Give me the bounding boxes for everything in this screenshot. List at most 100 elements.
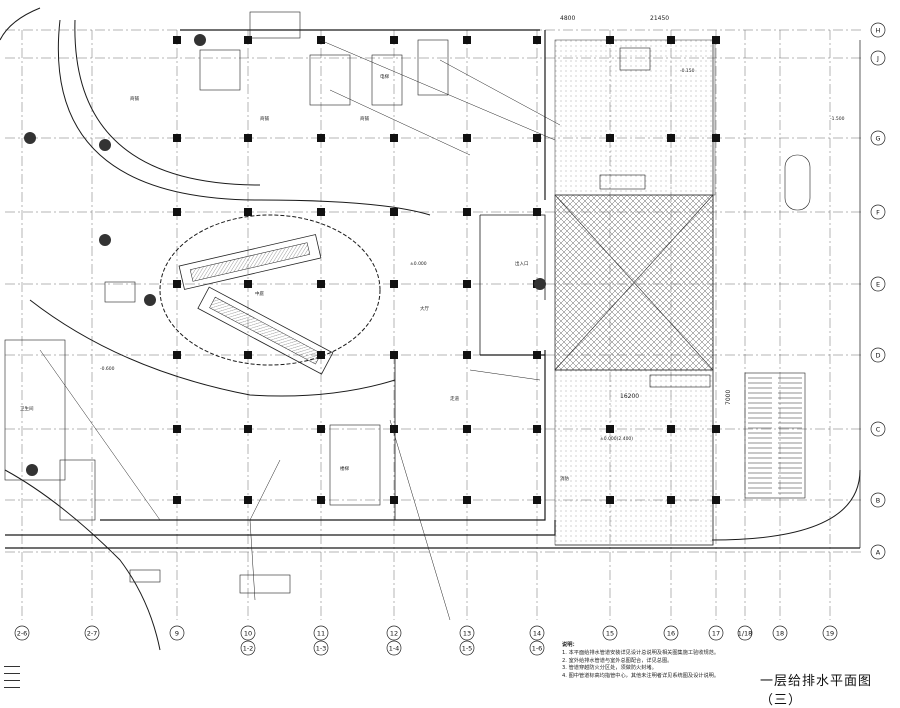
column — [317, 134, 325, 142]
round-column — [24, 132, 36, 144]
column — [712, 425, 720, 433]
note-item-4: 4. 图中管道标高均指管中心，其他未注明者详见系统图及设计说明。 — [562, 672, 720, 679]
column — [463, 134, 471, 142]
round-column — [26, 464, 38, 476]
svg-text:1/18: 1/18 — [738, 630, 753, 638]
column-axis-bubble: 17 — [708, 625, 724, 641]
column-axis-bubble: 12 — [386, 625, 402, 641]
column — [317, 280, 325, 288]
svg-text:1-3: 1-3 — [316, 645, 327, 653]
label-atrium: 中庭 — [255, 290, 264, 297]
svg-text:12: 12 — [390, 630, 398, 638]
column-axis-bubble: 1-3 — [313, 640, 329, 656]
row-axis-bubble: J — [870, 50, 886, 66]
column — [533, 496, 541, 504]
label-fire: 消防 — [560, 475, 569, 482]
svg-text:B: B — [876, 497, 880, 505]
column — [390, 351, 398, 359]
stair-right — [744, 372, 806, 499]
row-axis-bubble: H — [870, 22, 886, 38]
column-axis-bubble: 1-2 — [240, 640, 256, 656]
column-axis-bubble: 1-4 — [386, 640, 402, 656]
column-axis-bubble: 11 — [313, 625, 329, 641]
column — [244, 351, 252, 359]
column-axis-bubble: 14 — [529, 625, 545, 641]
level-mark-1: -0.150 — [680, 68, 695, 74]
column-axis-bubble: 13 — [459, 625, 475, 641]
row-axis-bubble: B — [870, 492, 886, 508]
column — [390, 134, 398, 142]
level-mark-2: ±0.000 — [410, 261, 427, 267]
dim-right-a: 7000 — [725, 390, 732, 405]
column — [390, 208, 398, 216]
column — [606, 496, 614, 504]
round-column — [534, 278, 546, 290]
round-columns — [24, 34, 546, 476]
column — [244, 496, 252, 504]
column — [173, 36, 181, 44]
note-item-2: 2. 室外给排水管道与室外总图配合，详见总图。 — [562, 657, 673, 664]
column-axis-bubble: 15 — [602, 625, 618, 641]
column — [533, 36, 541, 44]
stair-round — [784, 154, 811, 211]
svg-text:15: 15 — [606, 630, 614, 638]
column — [463, 208, 471, 216]
column — [606, 134, 614, 142]
column — [390, 425, 398, 433]
design-notes: 说明： 1. 本平面给排水管道安装详见设计总说明及相关图集施工验收规范。 2. … — [562, 642, 762, 680]
escalator-lower — [197, 286, 334, 375]
column — [712, 36, 720, 44]
svg-text:9: 9 — [175, 630, 179, 638]
column — [533, 425, 541, 433]
column — [667, 496, 675, 504]
round-column — [144, 294, 156, 306]
svg-text:E: E — [876, 281, 880, 289]
row-axis-bubble: A — [870, 544, 886, 560]
label-corridor: 走道 — [450, 395, 459, 402]
svg-text:2-6: 2-6 — [17, 630, 28, 638]
column — [244, 36, 252, 44]
column — [667, 36, 675, 44]
label-stair: 楼梯 — [340, 465, 349, 472]
column-axis-bubble: 1-5 — [459, 640, 475, 656]
row-axis-bubble: G — [870, 130, 886, 146]
svg-text:19: 19 — [826, 630, 834, 638]
column — [463, 36, 471, 44]
row-axis-bubble: E — [870, 276, 886, 292]
row-axis-bubble: D — [870, 347, 886, 363]
building-walls — [5, 29, 861, 549]
column — [712, 496, 720, 504]
svg-text:D: D — [875, 352, 880, 360]
dim-top-span: 21450 — [650, 15, 669, 22]
note-item-1: 1. 本平面给排水管道安装详见设计总说明及相关图集施工验收规范。 — [562, 650, 720, 657]
pipe-leader-lines — [39, 39, 561, 621]
svg-text:14: 14 — [533, 630, 541, 638]
dim-mid-span: 16200 — [620, 393, 639, 400]
column-axis-bubble: 18 — [772, 625, 788, 641]
column — [390, 280, 398, 288]
svg-text:1-4: 1-4 — [389, 645, 400, 653]
column — [463, 351, 471, 359]
column — [390, 36, 398, 44]
svg-text:1-2: 1-2 — [243, 645, 254, 653]
svg-text:10: 10 — [244, 630, 252, 638]
column — [317, 351, 325, 359]
drawing-title: 一层给排水平面图（三） — [760, 674, 873, 708]
column — [533, 351, 541, 359]
level-mark-4: -0.600 — [100, 366, 115, 372]
row-axis-bubble: F — [870, 204, 886, 220]
column — [712, 134, 720, 142]
label-shop-3: 商铺 — [130, 95, 139, 102]
label-entrance: 出入口 — [515, 260, 529, 267]
svg-text:F: F — [876, 209, 880, 217]
notes-heading: 说明： — [562, 642, 578, 648]
column-axis-bubble: 1-6 — [529, 640, 545, 656]
column — [173, 496, 181, 504]
column — [317, 425, 325, 433]
column — [463, 425, 471, 433]
column — [317, 36, 325, 44]
column — [173, 425, 181, 433]
column — [173, 280, 181, 288]
